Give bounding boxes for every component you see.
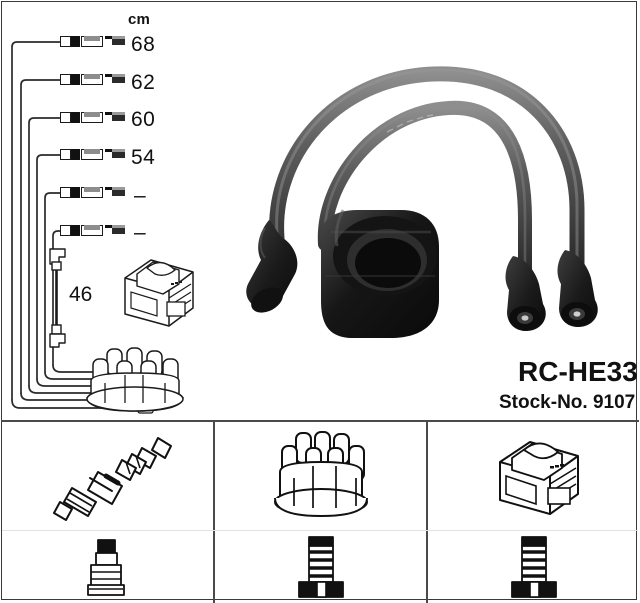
length-label-6: – [134,221,147,244]
legend-row-divider [2,530,638,531]
length-label-2: 62 [131,71,156,94]
coil-lead-length-label: 46 [69,283,93,306]
legend-divider-1 [213,420,215,603]
ignition-coil-icon [492,432,586,526]
spark-plug-boot-right-2 [557,250,598,328]
length-label-1: 68 [131,33,156,56]
distributor-cap-icon [73,345,197,417]
distributor-cap-icon [268,430,374,526]
page-title: RC-HE33 [518,356,638,387]
stock-number: Stock-No. 9107 [499,392,636,413]
legend-top-divider [1,420,639,422]
cable-set-photo [225,60,635,350]
coil-terminal-icon [508,535,560,601]
coil-lead-schematic [49,248,66,348]
ignition-coil-icon [117,250,201,336]
length-label-3: 60 [131,108,156,131]
spark-plug-boot-left [246,220,298,313]
spark-plug-boot-right-1 [505,256,546,332]
legend-divider-2 [426,420,428,603]
spark-plug-boot-icon [82,537,130,599]
distributor-terminal-icon [295,535,347,601]
length-label-5: – [134,184,147,207]
spark-plug-icon [38,432,178,527]
unit-header: cm [128,11,151,28]
component-legend [0,420,640,603]
length-label-4: 54 [131,146,156,169]
distributor-cap-connector [320,209,439,338]
top-panel: cm 68 62 60 54 – – 46 [11,11,638,417]
